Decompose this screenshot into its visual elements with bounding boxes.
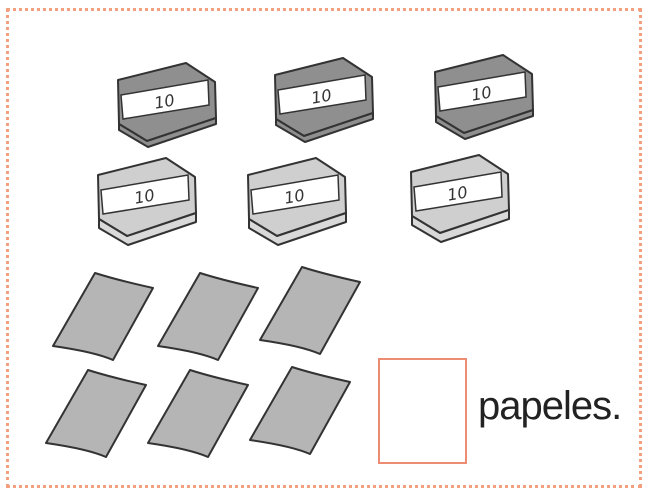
loose-paper [249,366,351,455]
worksheet-frame [6,8,642,488]
bundle-of-ten [247,157,347,246]
loose-paper [259,266,361,355]
bundle-of-ten [434,54,534,140]
bundle-of-ten [117,62,217,148]
answer-box[interactable] [378,358,467,464]
unit-label: papeles. [478,384,622,428]
bundle-of-ten [274,57,374,143]
bundle-of-ten [97,157,197,246]
bundle-of-ten [410,154,510,243]
loose-paper [157,272,259,361]
loose-paper [52,272,154,361]
loose-paper [147,369,249,458]
loose-paper [45,369,147,458]
